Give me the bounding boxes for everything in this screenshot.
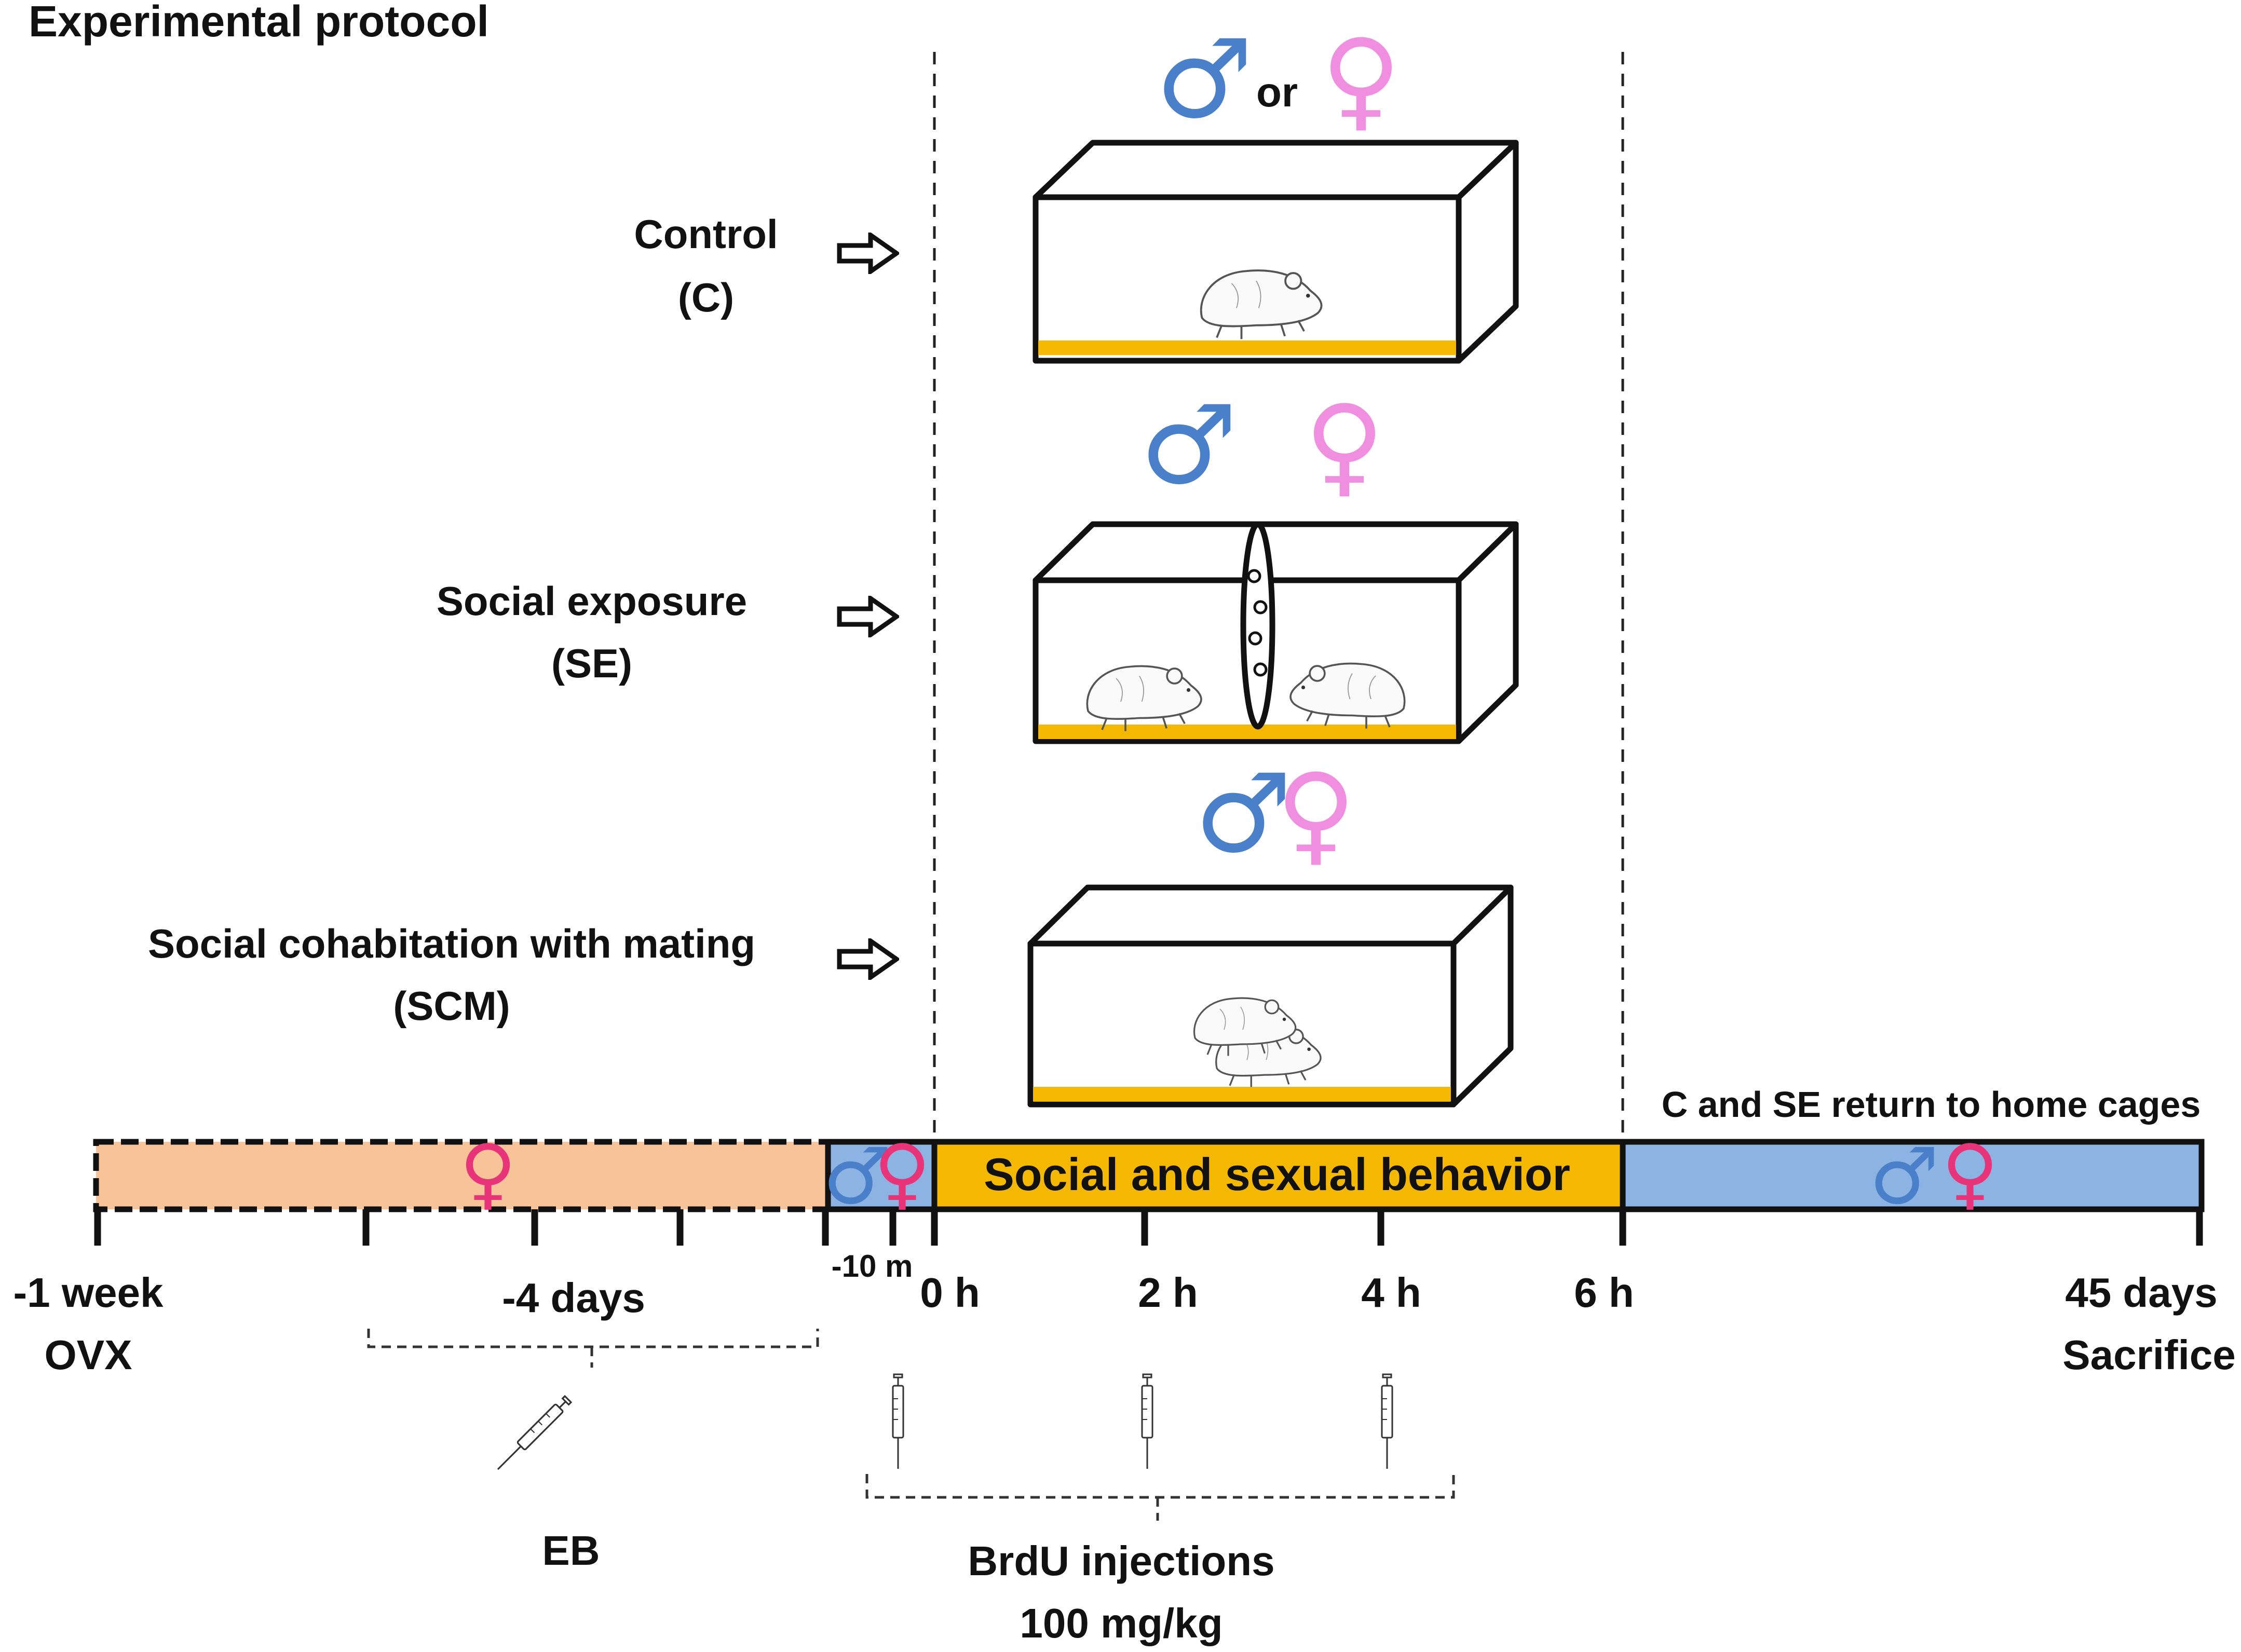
female-symbol-icon: ♀ bbox=[1305, 381, 1384, 509]
or-label: or bbox=[1256, 69, 1298, 115]
phase-ovx-recovery bbox=[93, 1139, 831, 1212]
phase-home-cage bbox=[1620, 1139, 2205, 1212]
syringe-icon bbox=[493, 1394, 573, 1474]
cage-control bbox=[1033, 140, 1519, 364]
group-se-abbr: (SE) bbox=[551, 640, 632, 686]
group-control-label: Control bbox=[634, 211, 778, 257]
group-scm-abbr: (SCM) bbox=[393, 983, 510, 1029]
group-scm-label: Social cohabitation with mating bbox=[148, 921, 755, 966]
female-symbol-icon: ♀ bbox=[874, 1128, 931, 1219]
tick-label-minus-10-min: -10 m bbox=[832, 1249, 913, 1284]
arrow-icon bbox=[839, 941, 897, 977]
brdu-bracket bbox=[865, 1474, 1455, 1521]
male-symbol-icon: ♂ bbox=[1869, 1131, 1939, 1222]
male-symbol-icon: ♂ bbox=[1140, 381, 1238, 509]
female-symbol-icon: ♀ bbox=[459, 1128, 517, 1219]
tick-label-4h: 4 h bbox=[1361, 1269, 1421, 1316]
brdu-dose: 100 mg/kg bbox=[1020, 1600, 1223, 1646]
tick-label-ovx: OVX bbox=[45, 1332, 132, 1378]
eb-bracket bbox=[367, 1329, 819, 1368]
behavior-label: Social and sexual behavior bbox=[984, 1149, 1570, 1200]
arrow-icon bbox=[839, 598, 897, 635]
brdu-label: BrdU injections bbox=[968, 1538, 1274, 1584]
female-symbol-icon: ♀ bbox=[1941, 1128, 1999, 1219]
group-se-label: Social exposure bbox=[437, 578, 747, 624]
syringe-icon bbox=[1381, 1373, 1393, 1470]
timeline-ticks bbox=[94, 1209, 2203, 1246]
tick-label-sacrifice: Sacrifice bbox=[2062, 1332, 2236, 1378]
tick-label-0h: 0 h bbox=[920, 1269, 980, 1316]
tick-label-minus-week: -1 week bbox=[13, 1269, 164, 1316]
tick-label-45-days: 45 days bbox=[2065, 1269, 2218, 1316]
syringe-icon bbox=[892, 1373, 904, 1470]
male-symbol-icon: ♂ bbox=[1194, 750, 1292, 877]
eb-label: EB bbox=[542, 1527, 600, 1574]
male-symbol-icon: ♂ bbox=[1156, 16, 1253, 143]
perforated-divider bbox=[1240, 521, 1275, 730]
cage-cohabitation bbox=[1027, 884, 1514, 1108]
phase-behavior bbox=[931, 1139, 1626, 1212]
female-symbol-icon: ♀ bbox=[1276, 750, 1356, 877]
diagram-title: Experimental protocol bbox=[29, 0, 489, 46]
tick-label-6h: 6 h bbox=[1574, 1269, 1634, 1316]
female-symbol-icon: ♀ bbox=[1321, 16, 1401, 143]
tick-label-minus-4-days: -4 days bbox=[502, 1275, 645, 1321]
group-control-abbr: (C) bbox=[678, 275, 734, 320]
male-symbol-icon: ♂ bbox=[823, 1131, 892, 1222]
arrow-icon bbox=[839, 235, 897, 271]
tick-label-2h: 2 h bbox=[1138, 1269, 1198, 1316]
syringe-icon bbox=[1141, 1373, 1153, 1470]
return-label: C and SE return to home cages bbox=[1662, 1084, 2201, 1125]
